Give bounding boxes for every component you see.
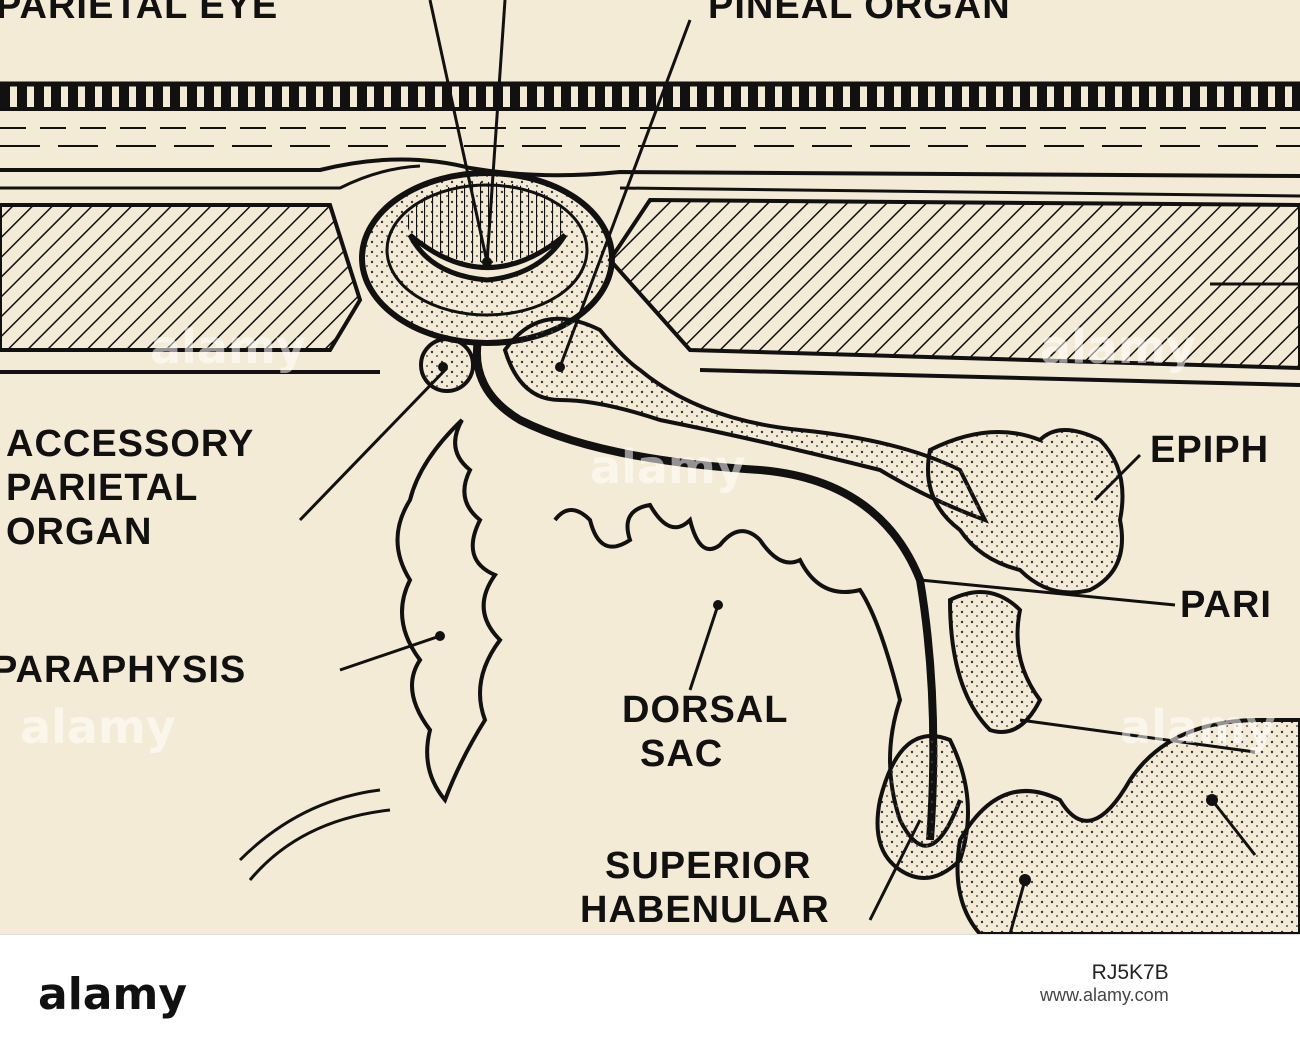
watermark: alamy [1120,700,1276,754]
label-parietal-eye: PARIETAL EYE [0,0,278,26]
label-dorsal-line1: DORSAL [622,690,788,730]
brand-logo[interactable]: alamy [38,969,187,1020]
site-url: www.alamy.com [1040,985,1169,1006]
watermark: alamy [1040,320,1196,374]
skull-bone-right [610,200,1300,385]
paraphysis-shape [398,420,501,800]
label-accessory-line3: ORGAN [6,512,152,552]
label-dorsal-line2: SAC [640,734,723,774]
label-parietal-nerve: PARI [1180,585,1272,625]
accessory-parietal-organ-shape [421,339,473,391]
lower-left-strands [240,790,390,880]
label-accessory-line1: ACCESSORY [6,424,254,464]
label-paraphysis: PARAPHYSIS [0,650,246,690]
label-superior-line2: HABENULAR [580,890,830,930]
footer-bar: alamy RJ5K7B www.alamy.com [0,934,1300,1053]
image-id: RJ5K7B [1040,961,1169,985]
label-epiphysis: EPIPH [1150,430,1269,470]
image-credit: RJ5K7B www.alamy.com [1040,961,1169,1006]
label-superior-line1: SUPERIOR [605,846,811,886]
label-accessory-line2: PARIETAL [6,468,198,508]
watermark: alamy [590,440,746,494]
anatomical-diagram: PARIETAL EYE PINEAL ORGAN ACCESSORY PARI… [0,0,1300,934]
brand-name: alamy [38,969,187,1020]
epiphysis-shape [928,430,1123,732]
watermark: alamy [150,320,306,374]
label-pineal-organ: PINEAL ORGAN [708,0,1011,26]
watermark: alamy [20,700,176,754]
skin-layer [0,84,1300,196]
